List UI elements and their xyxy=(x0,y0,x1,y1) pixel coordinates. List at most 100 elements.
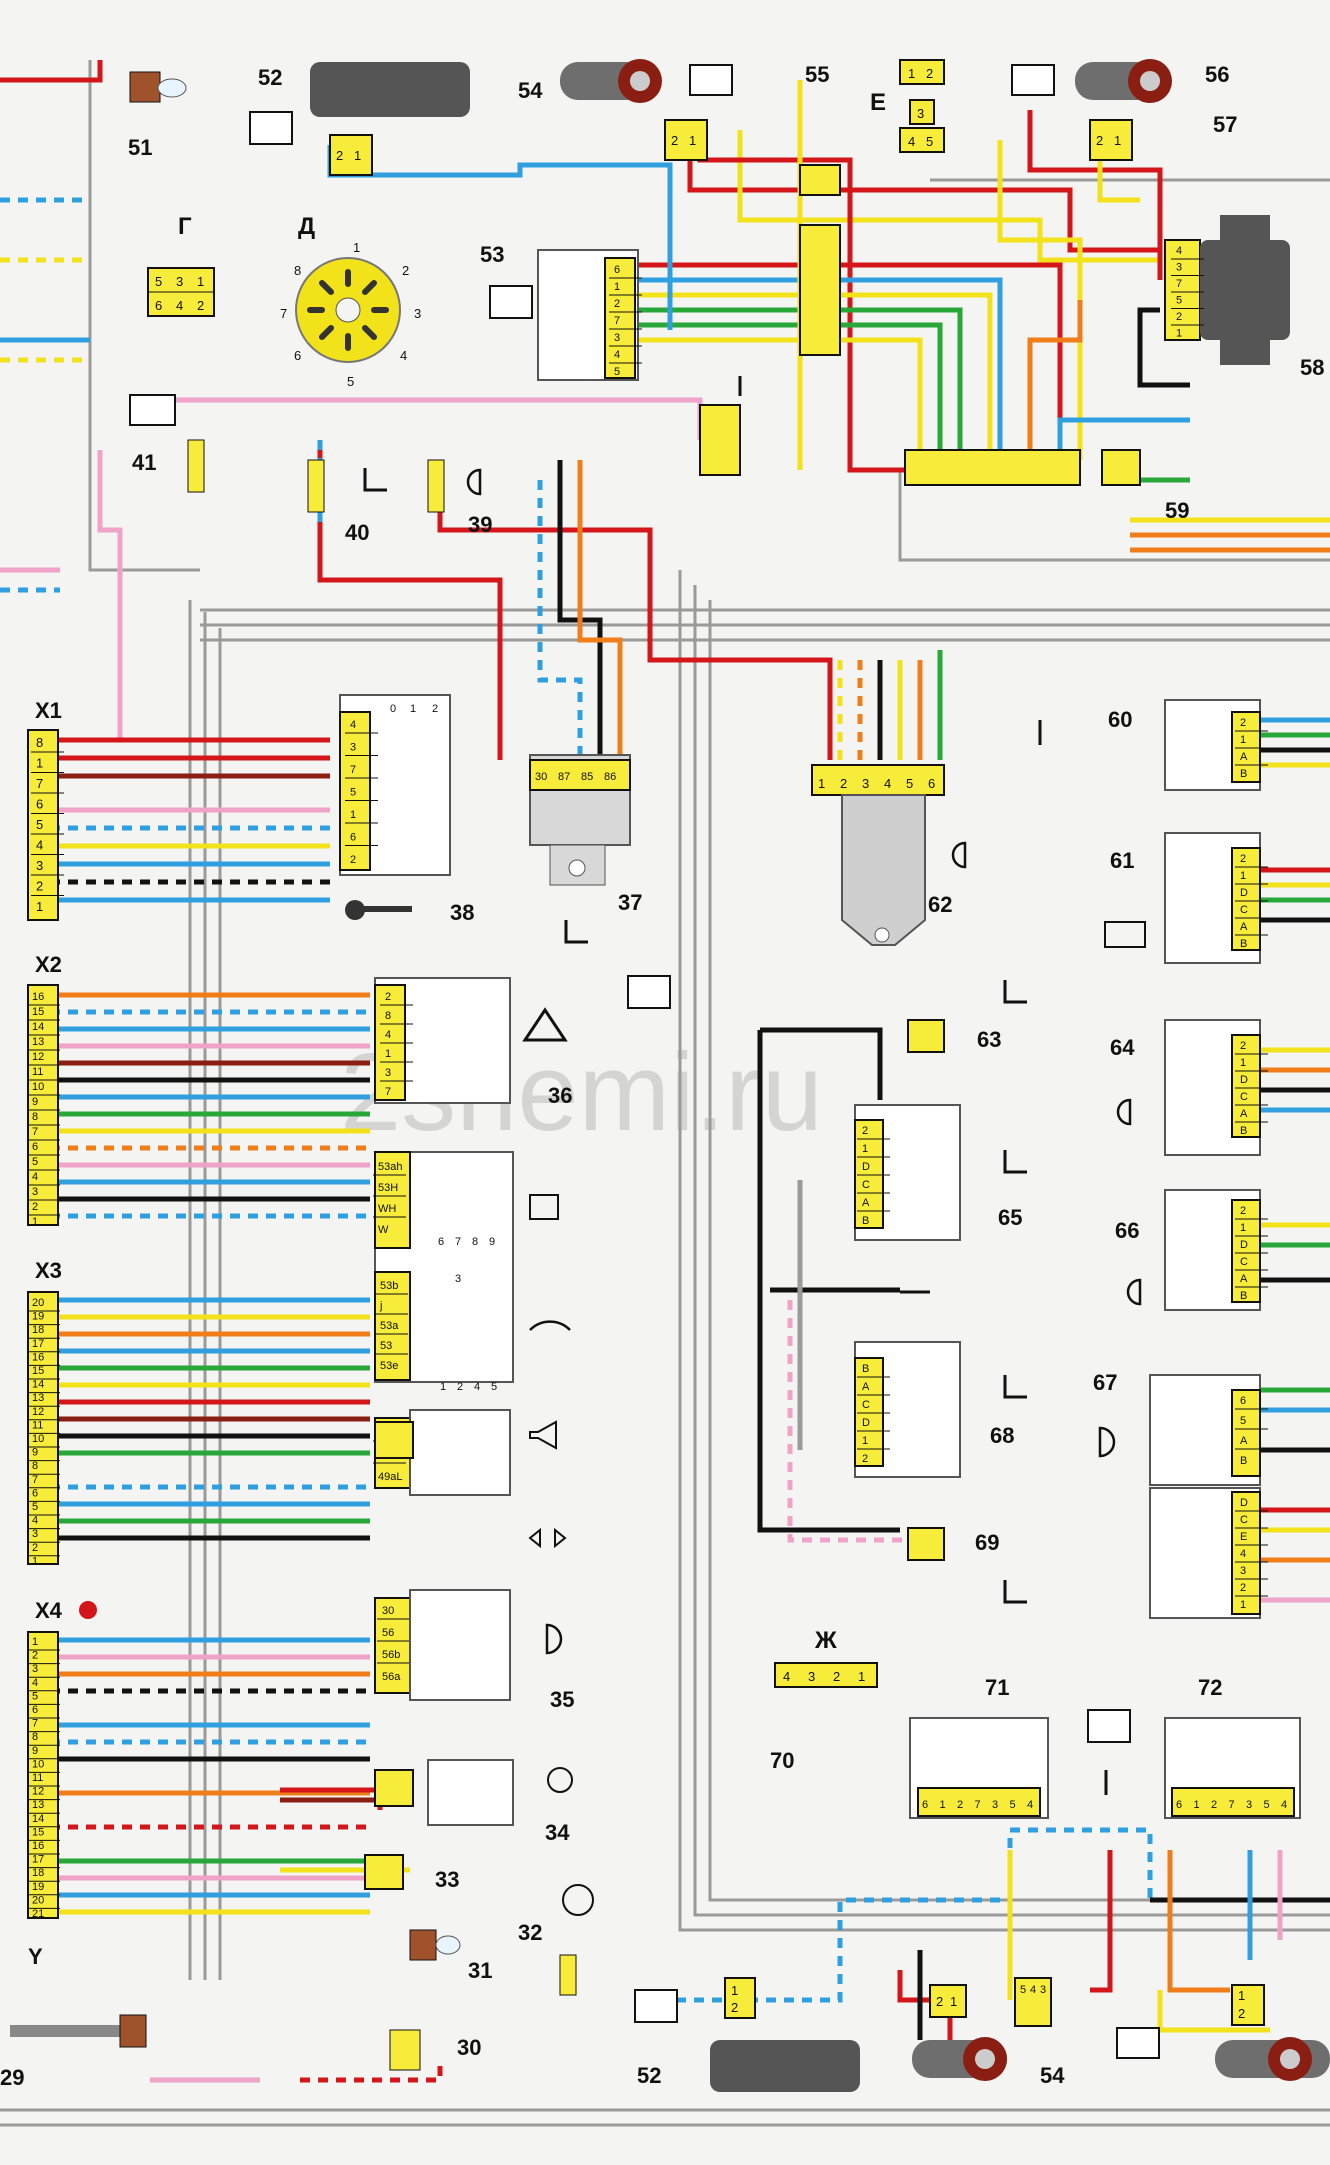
pin-label: 1 xyxy=(1240,734,1246,746)
pin-label: B xyxy=(1240,1455,1247,1467)
pin-label: E xyxy=(1240,1531,1247,1543)
pin-label: 7 xyxy=(614,315,620,327)
pin-label: 9 xyxy=(489,1236,495,1248)
block-g: 5 3 1 6 4 2 xyxy=(147,267,215,317)
pin-label: 2 xyxy=(1240,717,1246,729)
pin-label: 1 xyxy=(1240,1057,1246,1069)
svg-text:3: 3 xyxy=(414,306,421,321)
svg-text:40: 40 xyxy=(345,520,369,545)
svg-text:1: 1 xyxy=(689,133,696,148)
svg-text:X2: X2 xyxy=(35,952,62,977)
pin-label: 8 xyxy=(385,1010,391,1022)
pin-label: A xyxy=(1240,1108,1248,1120)
svg-text:54: 54 xyxy=(518,78,543,103)
svg-text:8: 8 xyxy=(294,263,301,278)
pin-label: 7 xyxy=(32,1474,38,1486)
pin-label: 2 xyxy=(1240,1582,1246,1594)
ground-symbols xyxy=(738,376,1108,1795)
fog-light-icon xyxy=(466,468,1142,1306)
svg-text:35: 35 xyxy=(550,1687,574,1712)
pin-label: C xyxy=(1240,904,1248,916)
pin-label: 10 xyxy=(32,1081,44,1093)
pin-label: 8 xyxy=(32,1731,38,1743)
pin-label: 7 xyxy=(32,1126,38,1138)
pin-label: B xyxy=(862,1215,869,1227)
svg-text:29: 29 xyxy=(0,2065,24,2090)
pin-label: C xyxy=(862,1399,870,1411)
letter-d: Д xyxy=(298,213,315,240)
pin-label: 6 xyxy=(928,776,935,791)
pin-label: 3 xyxy=(1246,1799,1252,1811)
pin-label: 10 xyxy=(32,1758,44,1770)
pin-label: 1 xyxy=(1176,328,1182,340)
svg-text:2: 2 xyxy=(926,66,933,81)
pin-label: 3 xyxy=(32,1663,38,1675)
sensor-30: 30 xyxy=(389,2029,481,2071)
pin-label: 8 xyxy=(32,1460,38,1472)
svg-text:3: 3 xyxy=(1040,1984,1046,1996)
svg-text:64: 64 xyxy=(1110,1035,1135,1060)
pin-label: 7 xyxy=(350,764,356,776)
svg-text:67: 67 xyxy=(1093,1370,1117,1395)
pin-label: 2 xyxy=(32,1542,38,1554)
pin-label: 2 xyxy=(862,1125,868,1137)
pin-label: j xyxy=(379,1300,382,1312)
svg-text:58: 58 xyxy=(1300,355,1324,380)
svg-text:66: 66 xyxy=(1115,1218,1139,1243)
svg-text:33: 33 xyxy=(435,1867,459,1892)
pin-label: B xyxy=(1240,768,1247,780)
pin-label: 2 xyxy=(32,1650,38,1662)
pin-label: 5 xyxy=(350,787,356,799)
sensor-40: 40 xyxy=(307,459,369,545)
pin-label: 2 xyxy=(614,298,620,310)
wiper-icon xyxy=(529,1320,571,1331)
pin-label: C xyxy=(862,1179,870,1191)
component-57: 57 xyxy=(1213,112,1237,137)
pin-label: A xyxy=(862,1381,870,1393)
wires-right xyxy=(150,717,1330,2083)
svg-text:52: 52 xyxy=(637,2063,661,2088)
pin-label: A xyxy=(1240,751,1248,763)
svg-text:63: 63 xyxy=(977,1027,1001,1052)
pin-label: A xyxy=(862,1197,870,1209)
pin-label: 14 xyxy=(32,1379,44,1391)
svg-text:4: 4 xyxy=(1030,1984,1036,1996)
svg-text:34: 34 xyxy=(545,1820,570,1845)
svg-text:4: 4 xyxy=(176,298,183,313)
svg-text:6: 6 xyxy=(294,348,301,363)
pin-label: A xyxy=(1240,921,1248,933)
connector-69: 69 xyxy=(907,1527,999,1561)
pin-label: 4 xyxy=(884,776,891,791)
pin-label: 2 xyxy=(957,1799,963,1811)
svg-text:52: 52 xyxy=(258,65,282,90)
pin-label: 4 xyxy=(474,1381,480,1393)
pin-label: 11 xyxy=(32,1772,43,1784)
harness-bundles xyxy=(0,60,1330,2127)
pin-label: W xyxy=(378,1224,389,1236)
relay-37: 30 87 85 86 37 xyxy=(529,754,642,915)
pin-label: 18 xyxy=(32,1867,44,1879)
pin-label: 3 xyxy=(992,1799,998,1811)
pin-label: 1 xyxy=(940,1799,946,1811)
svg-text:X4: X4 xyxy=(35,1598,63,1623)
svg-text:72: 72 xyxy=(1198,1675,1222,1700)
svg-text:2: 2 xyxy=(936,1994,943,2009)
block-zh: 4 3 2 1 xyxy=(774,1662,878,1688)
pin-label: 4 xyxy=(32,1677,38,1689)
component-54: 2 1 54 xyxy=(518,59,708,161)
svg-text:39: 39 xyxy=(468,512,492,537)
component-52-bottom: 1 2 52 xyxy=(637,1977,860,2092)
rear-defrost-icon xyxy=(1104,921,1146,948)
pin-label: 1 xyxy=(32,1216,38,1228)
pin-label: 6 xyxy=(32,1704,38,1716)
pin-label: 1 xyxy=(862,1435,868,1447)
component-59: 59 xyxy=(1165,498,1189,523)
svg-text:2: 2 xyxy=(402,263,409,278)
pin-label: 53b xyxy=(380,1280,398,1292)
